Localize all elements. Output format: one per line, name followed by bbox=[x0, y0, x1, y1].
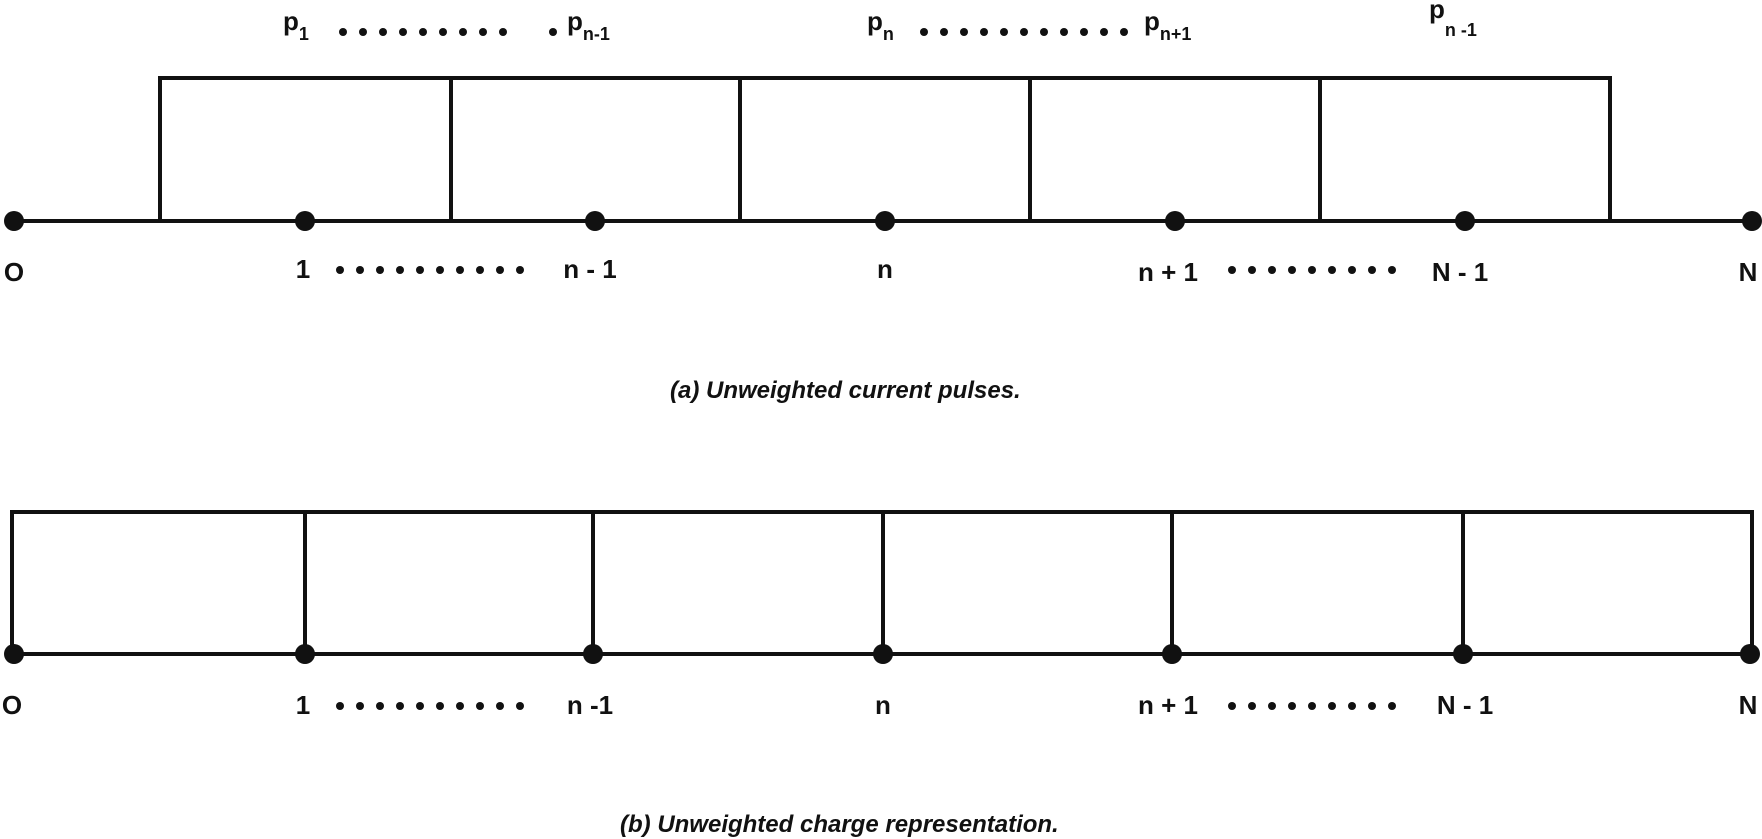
node-label-n-plus-1: n + 1 bbox=[1138, 257, 1198, 287]
panel-a-pulse-outline bbox=[158, 76, 1612, 221]
panel-b-nodes bbox=[4, 644, 1760, 664]
panel-a-nodes bbox=[4, 211, 1762, 231]
node-marker bbox=[1453, 644, 1473, 664]
node-marker bbox=[1455, 211, 1475, 231]
node-label-N-b: N bbox=[1739, 690, 1758, 720]
panel-b-bottom-dots bbox=[336, 702, 1396, 710]
node-label-1: 1 bbox=[296, 254, 310, 284]
node-label-N-minus-1-b: N - 1 bbox=[1437, 690, 1493, 720]
node-marker bbox=[1165, 211, 1185, 231]
node-label-n: n bbox=[877, 254, 893, 284]
node-label-n-minus-1: n - 1 bbox=[563, 254, 616, 284]
node-label-N-minus-1: N - 1 bbox=[1432, 257, 1488, 287]
node-marker bbox=[585, 211, 605, 231]
node-label-N: N bbox=[1739, 257, 1758, 287]
node-marker bbox=[873, 644, 893, 664]
pulse-label-pn-minus-1: pn-1 bbox=[567, 6, 610, 44]
panel-a-bottom-dots bbox=[336, 266, 1396, 274]
node-label-0: O bbox=[4, 257, 24, 287]
node-label-0-b: O bbox=[2, 690, 22, 720]
panel-a bbox=[12, 76, 1752, 223]
node-marker bbox=[583, 644, 603, 664]
caption-a: (a) Unweighted current pulses. bbox=[670, 377, 1021, 404]
node-marker bbox=[1162, 644, 1182, 664]
node-label-1-b: 1 bbox=[296, 690, 310, 720]
node-marker bbox=[295, 644, 315, 664]
node-label-n-b: n bbox=[875, 690, 891, 720]
node-marker bbox=[295, 211, 315, 231]
pulse-label-pn-plus-1: pn+1 bbox=[1144, 6, 1191, 44]
panel-b bbox=[10, 510, 1754, 656]
node-marker bbox=[1740, 644, 1760, 664]
node-label-n-plus-1-b: n + 1 bbox=[1138, 690, 1198, 720]
caption-b: (b) Unweighted charge representation. bbox=[620, 811, 1059, 838]
node-marker bbox=[4, 644, 24, 664]
pulse-label-pn: pn bbox=[867, 6, 894, 44]
node-label-n-minus-1-b: n -1 bbox=[567, 690, 613, 720]
panel-a-top-dots bbox=[339, 28, 1128, 36]
node-marker bbox=[4, 211, 24, 231]
node-marker bbox=[1742, 211, 1762, 231]
pulse-label-pn-minus-1-right: pn -1 bbox=[1429, 0, 1477, 40]
pulse-label-p1: p1 bbox=[283, 6, 309, 44]
node-marker bbox=[875, 211, 895, 231]
